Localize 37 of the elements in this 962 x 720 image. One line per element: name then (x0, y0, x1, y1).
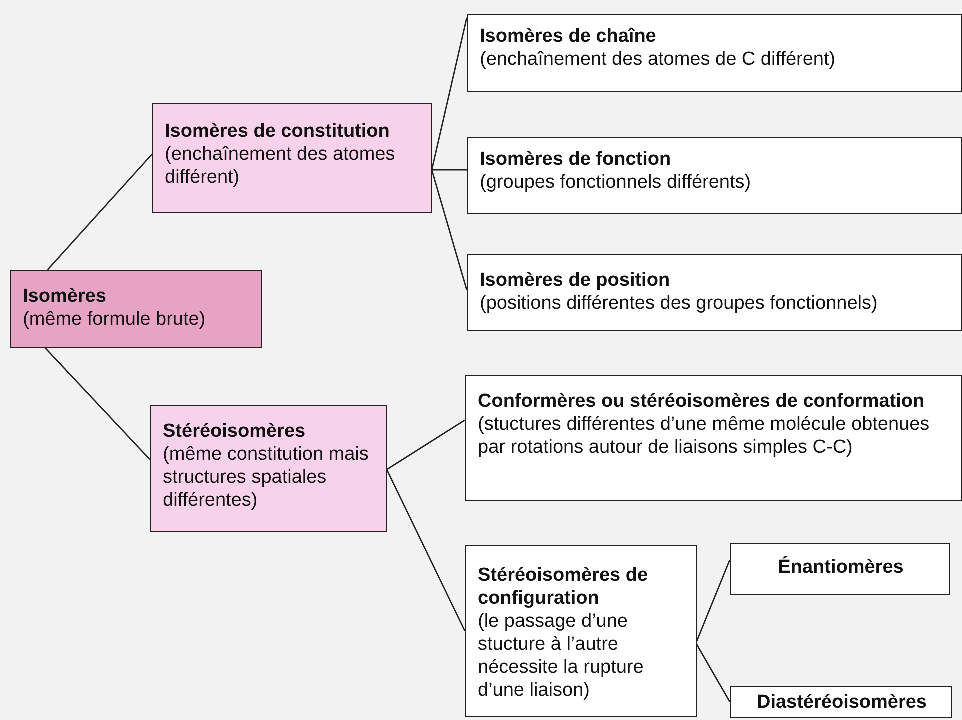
connector-line (431, 170, 468, 290)
category-description: (groupes fonctionnels différents) (480, 171, 752, 194)
category-description: (enchaînement des atomes de C différent) (480, 48, 837, 71)
connector-line (44, 348, 151, 460)
category-description: (enchaînement des atomes différent) (165, 143, 396, 189)
category-box (467, 254, 962, 331)
category-description: (même constitution mais structures spatiales différentes) (163, 443, 370, 512)
category-title: Stéréoisomères (163, 420, 307, 443)
category-box (465, 375, 962, 501)
category-title: Conformères ou stéréoisomères de conformation (478, 391, 925, 412)
category-description: (stuctures différentes d’une même molécule obtenues par rotations autour de liaisons simples C-C) (478, 414, 930, 458)
category-box (465, 545, 697, 717)
category-title: Diastéréoisomères (756, 691, 928, 714)
category-description: (le passage d’une stucture à l’autre nécessite la rupture d’une liaison) (478, 610, 645, 702)
category-title: Isomères de position (480, 269, 672, 292)
connector-line (432, 169, 467, 171)
category-title: Isomères de fonction (480, 148, 672, 171)
category-box (730, 543, 950, 595)
category-box (10, 270, 262, 348)
category-box (467, 14, 962, 92)
connector-line (696, 644, 731, 702)
category-title: Stéréoisomères de configuration (478, 564, 650, 610)
category-title: Isomères (23, 285, 108, 308)
category-description: (positions différentes des groupes fonctionnels) (480, 292, 879, 315)
category-box (150, 405, 387, 532)
connector-line (696, 560, 731, 642)
connector-line (386, 420, 466, 470)
connector-line (47, 154, 153, 270)
category-box (467, 137, 962, 214)
category-box (730, 686, 952, 718)
category-box (152, 103, 432, 213)
connector-line (386, 469, 466, 632)
category-title: Isomères de chaîne (480, 25, 658, 48)
category-title: Énantiomères (777, 556, 905, 579)
category-description: (même formule brute) (23, 308, 207, 331)
category-title: Isomères de constitution (165, 120, 391, 143)
connector-line (431, 18, 468, 170)
